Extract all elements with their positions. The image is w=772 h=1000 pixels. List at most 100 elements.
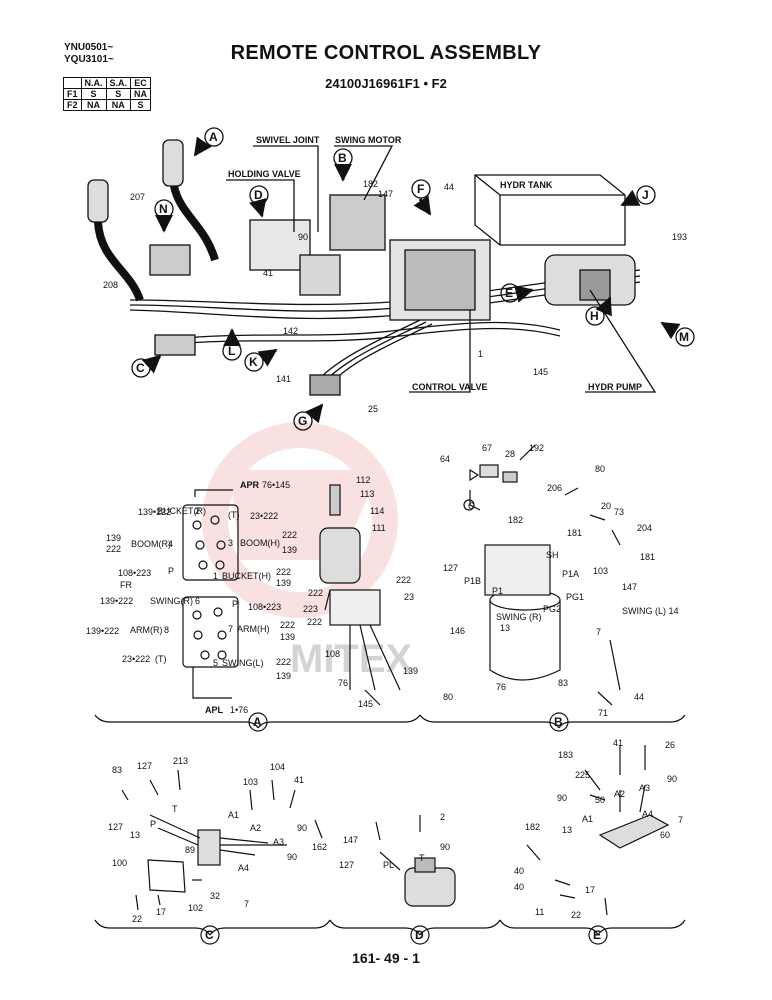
part-25: 25 bbox=[368, 404, 378, 414]
port-num: 5 bbox=[213, 658, 218, 668]
detail-a-part: 139 bbox=[106, 533, 121, 543]
part-147: 147 bbox=[622, 582, 637, 592]
part-204: 204 bbox=[637, 523, 652, 533]
view-marker-f: F bbox=[417, 182, 424, 196]
port-p-lower: P bbox=[232, 599, 238, 609]
part-90: 90 bbox=[557, 793, 567, 803]
part-76: 76 bbox=[496, 682, 506, 692]
port-a4: A4 bbox=[642, 809, 653, 819]
part-23: 23 bbox=[404, 592, 414, 602]
detail-a-part: 222 bbox=[280, 620, 295, 630]
port-num: 6 bbox=[195, 596, 200, 606]
part-20: 20 bbox=[601, 501, 611, 511]
part-17: 17 bbox=[156, 907, 166, 917]
part-17: 17 bbox=[585, 885, 595, 895]
spec-table: N.A. S.A. EC F1 S S NA F2 NA NA S bbox=[63, 77, 152, 111]
part-145: 145 bbox=[358, 699, 373, 709]
front-label: FR bbox=[120, 580, 132, 590]
section-dividers bbox=[94, 712, 686, 945]
detail-a-part: 139 bbox=[276, 671, 291, 681]
section-label-b: B bbox=[554, 715, 563, 729]
part-1: 1 bbox=[478, 349, 483, 359]
part-100: 100 bbox=[112, 858, 127, 868]
part-192: 192 bbox=[529, 443, 544, 453]
apr-parts: 76•145 bbox=[262, 480, 290, 490]
part-142: 142 bbox=[283, 326, 298, 336]
part-64: 64 bbox=[440, 454, 450, 464]
label-holding-valve: HOLDING VALVE bbox=[228, 169, 301, 179]
port-t-upper: (T) bbox=[228, 510, 240, 520]
apl-label: APL bbox=[205, 705, 224, 715]
section-label-c: C bbox=[205, 928, 214, 942]
detail-b-labels: 64 67 28 192 80 206 20 73 204 181 182 18… bbox=[440, 443, 679, 718]
part-13: 13 bbox=[562, 825, 572, 835]
port-t-lower: (T) bbox=[155, 654, 167, 664]
detail-d bbox=[375, 815, 456, 907]
part-50: 50 bbox=[595, 795, 605, 805]
part-181: 181 bbox=[640, 552, 655, 562]
serial-1: YNU0501~ bbox=[64, 42, 114, 53]
port-a1: A1 bbox=[228, 810, 239, 820]
port-t: T bbox=[172, 804, 178, 814]
part-7: 7 bbox=[244, 899, 249, 909]
port-swing-r: SWING (R) bbox=[496, 612, 542, 622]
part-127: 127 bbox=[443, 563, 458, 573]
section-label-e: E bbox=[593, 928, 601, 942]
part-28: 28 bbox=[505, 449, 515, 459]
part-222c: 222 bbox=[307, 617, 322, 627]
main-part-numbers: 207 208 182 147 44 90 41 142 141 1 25 14… bbox=[103, 179, 687, 414]
port-p-upper: P bbox=[168, 566, 174, 576]
port-p: P bbox=[150, 819, 156, 829]
part-11: 11 bbox=[535, 907, 544, 917]
spec-cell: S bbox=[130, 99, 152, 111]
port-swing-r-number: 13 bbox=[500, 623, 510, 633]
port-swing-l: SWING(L) bbox=[222, 658, 264, 668]
detail-a-part: 139•222 bbox=[138, 507, 171, 517]
label-hydr-tank: HYDR TANK bbox=[500, 180, 553, 190]
part-22: 22 bbox=[132, 914, 142, 924]
detail-c-labels: 83 127 213 127 13 103 104 41 89 90 90 16… bbox=[108, 756, 327, 924]
detail-d-labels: 2 147 90 127 PL T bbox=[339, 812, 450, 870]
part-40: 40 bbox=[514, 866, 524, 876]
part-111: 111 bbox=[372, 523, 386, 533]
port-pl: PL bbox=[383, 860, 394, 870]
part-223: 223 bbox=[303, 604, 318, 614]
part-41: 41 bbox=[263, 268, 273, 278]
view-marker-h: H bbox=[590, 309, 599, 323]
part-44: 44 bbox=[634, 692, 644, 702]
view-marker-k: K bbox=[249, 355, 258, 369]
part-112: 112 bbox=[356, 475, 370, 485]
section-labels: A B C D E bbox=[205, 715, 601, 942]
detail-a-part: 222 bbox=[106, 544, 121, 554]
view-marker-labels: A B D F J N E H M C L K G bbox=[136, 130, 689, 428]
part-146: 146 bbox=[450, 626, 465, 636]
view-arrows bbox=[141, 136, 681, 424]
part-145: 145 bbox=[533, 367, 548, 377]
part-67: 67 bbox=[482, 443, 492, 453]
part-183: 183 bbox=[558, 750, 573, 760]
part-90: 90 bbox=[440, 842, 450, 852]
port-p1b: P1B bbox=[464, 576, 481, 586]
part-90: 90 bbox=[297, 823, 307, 833]
part-222: 222 bbox=[396, 575, 411, 585]
part-83: 83 bbox=[112, 765, 122, 775]
part-147: 147 bbox=[378, 189, 393, 199]
part-182: 182 bbox=[508, 515, 523, 525]
part-89: 89 bbox=[185, 845, 195, 855]
section-label-a: A bbox=[253, 715, 262, 729]
part-207: 207 bbox=[130, 192, 145, 202]
page-title: REMOTE CONTROL ASSEMBLY bbox=[230, 42, 542, 64]
part-162: 162 bbox=[312, 842, 327, 852]
part-41: 41 bbox=[613, 738, 623, 748]
port-num: 8 bbox=[164, 625, 169, 635]
part-73: 73 bbox=[614, 507, 624, 517]
view-marker-n: N bbox=[159, 202, 168, 216]
assembly-part-number: 24100J16961F1 • F2 bbox=[325, 76, 447, 91]
port-swing-r: SWING(R) bbox=[150, 596, 193, 606]
part-139: 139 bbox=[403, 666, 418, 676]
part-181b: 181 bbox=[567, 528, 582, 538]
part-90b: 90 bbox=[667, 774, 677, 784]
part-40b: 40 bbox=[514, 882, 524, 892]
spec-cell: NA bbox=[105, 99, 132, 111]
